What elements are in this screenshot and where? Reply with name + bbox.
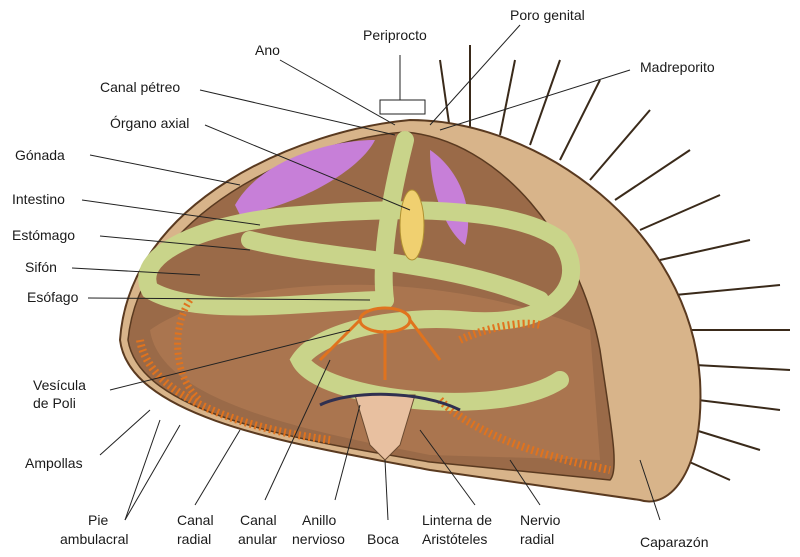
label-madreporito: Madreporito bbox=[640, 59, 715, 75]
label-canal-petreo: Canal pétreo bbox=[100, 79, 180, 95]
nerve-ring bbox=[319, 392, 461, 412]
gonad bbox=[235, 140, 375, 215]
label-pie-1: Pie bbox=[88, 512, 108, 528]
spines bbox=[439, 45, 791, 481]
label-ano: Ano bbox=[255, 42, 280, 58]
periprocto-box bbox=[379, 99, 426, 115]
leader-lines bbox=[71, 24, 661, 521]
label-periprocto: Periprocto bbox=[363, 27, 427, 43]
label-poro-genital: Poro genital bbox=[510, 7, 585, 23]
label-nervio-2: radial bbox=[520, 531, 554, 547]
label-anillo-1: Anillo bbox=[302, 512, 336, 528]
label-sifon: Sifón bbox=[25, 259, 57, 275]
label-canal-radial-2: radial bbox=[177, 531, 211, 547]
label-anillo-2: nervioso bbox=[292, 531, 345, 547]
label-boca: Boca bbox=[367, 531, 399, 547]
label-esofago: Esófago bbox=[27, 289, 79, 305]
label-linterna-2: Aristóteles bbox=[422, 531, 487, 547]
label-organo-axial: Órgano axial bbox=[110, 115, 189, 131]
label-ampollas: Ampollas bbox=[25, 455, 83, 471]
label-vesicula-1: Vesícula bbox=[33, 377, 86, 393]
axial-organ bbox=[399, 189, 425, 261]
label-canal-anular-2: anular bbox=[238, 531, 277, 547]
label-linterna-1: Linterna de bbox=[422, 512, 492, 528]
label-canal-radial-1: Canal bbox=[177, 512, 214, 528]
label-intestino: Intestino bbox=[12, 191, 65, 207]
label-estomago: Estómago bbox=[12, 227, 75, 243]
label-vesicula-2: de Poli bbox=[33, 395, 76, 411]
label-nervio-1: Nervio bbox=[520, 512, 561, 528]
label-canal-anular-1: Canal bbox=[240, 512, 277, 528]
label-gonada: Gónada bbox=[15, 147, 65, 163]
label-pie-2: ambulacral bbox=[60, 531, 128, 547]
label-caparazon: Caparazón bbox=[640, 534, 709, 550]
water-vascular-system bbox=[136, 298, 611, 474]
